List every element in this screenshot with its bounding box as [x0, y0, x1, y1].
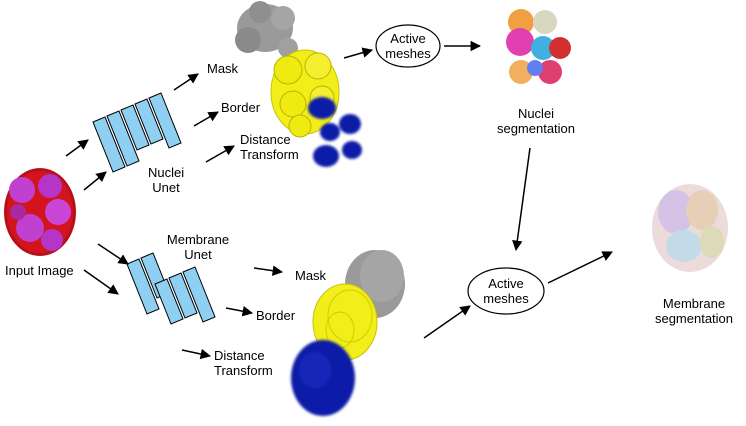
arrow-membrane-blobs-to-active-meshes	[423, 305, 471, 339]
arrow-nuclei-seg-to-bottom-active-meshes	[512, 147, 531, 252]
input-image	[4, 168, 76, 256]
arrow-membrane-unet-to-mask	[253, 265, 284, 276]
active-meshes-top-label-line2: meshes	[385, 46, 431, 61]
nuclei-unet-label-line1: Nuclei	[148, 165, 185, 180]
nuclei-border-label: Border	[221, 100, 261, 115]
membrane-segmentation-label: Membrane segmentation	[644, 296, 744, 326]
membrane-unet-label-line2: Unet	[184, 247, 212, 262]
nuclei-mask-blob	[235, 1, 298, 58]
nuclei-distance-label: Distance Transform	[240, 132, 299, 162]
active-meshes-bottom-node	[467, 267, 545, 315]
arrow-input-to-nuclei-unet-2	[83, 171, 107, 191]
membrane-distance-label-line2: Transform	[214, 363, 273, 378]
arrow-input-to-membrane-unet-1	[97, 243, 129, 265]
arrow-nuclei-blobs-to-active-meshes	[343, 47, 374, 59]
membrane-unet-label: Membrane Unet	[166, 232, 230, 262]
membrane-distance-blob	[291, 340, 355, 416]
input-image-label: Input Image	[5, 263, 74, 278]
arrow-input-to-membrane-unet-2	[83, 269, 119, 295]
membrane-unet-label-line1: Membrane	[166, 232, 230, 247]
arrow-input-to-nuclei-unet-1	[65, 139, 89, 157]
active-meshes-bottom-label-line1: Active	[488, 276, 524, 291]
membrane-segmentation-label-line1: Membrane	[662, 296, 726, 311]
membrane-unet-icon	[126, 252, 216, 325]
nuclei-distance-label-line2: Transform	[240, 147, 299, 162]
active-meshes-bottom-label-line2: meshes	[483, 291, 529, 306]
active-meshes-top-label: Active meshes	[376, 31, 440, 61]
arrow-active-meshes-to-membrane-seg	[547, 251, 613, 284]
arrow-nuclei-unet-to-distance	[205, 145, 235, 163]
membrane-segmentation-result	[652, 184, 728, 272]
nuclei-mask-label: Mask	[207, 61, 239, 76]
active-meshes-bottom-label: Active meshes	[474, 276, 538, 306]
nuclei-segmentation-label-line2: segmentation	[496, 121, 576, 136]
nuclei-unet-icon	[92, 92, 182, 173]
nuclei-segmentation-label: Nuclei segmentation	[488, 106, 584, 136]
nuclei-distance-blob	[308, 97, 362, 167]
nuclei-distance-label-line1: Distance	[240, 132, 291, 147]
nuclei-segmentation-label-line1: Nuclei	[517, 106, 555, 121]
active-meshes-top-label-line1: Active	[390, 31, 426, 46]
membrane-distance-label: Distance Transform	[214, 348, 273, 378]
arrow-nuclei-unet-to-mask	[173, 73, 199, 91]
membrane-mask-label: Mask	[295, 268, 327, 283]
arrow-membrane-unet-to-distance	[181, 348, 212, 360]
arrow-membrane-unet-to-border	[225, 306, 254, 317]
nuclei-unet-label-line2: Unet	[152, 180, 180, 195]
membrane-distance-label-line1: Distance	[214, 348, 265, 363]
nuclei-unet-label: Nuclei Unet	[148, 165, 184, 195]
membrane-segmentation-label-line2: segmentation	[654, 311, 734, 326]
arrow-nuclei-unet-to-border	[193, 111, 219, 127]
nuclei-segmentation-result	[506, 9, 571, 84]
active-meshes-top-node	[375, 24, 441, 68]
membrane-border-label: Border	[256, 308, 296, 323]
